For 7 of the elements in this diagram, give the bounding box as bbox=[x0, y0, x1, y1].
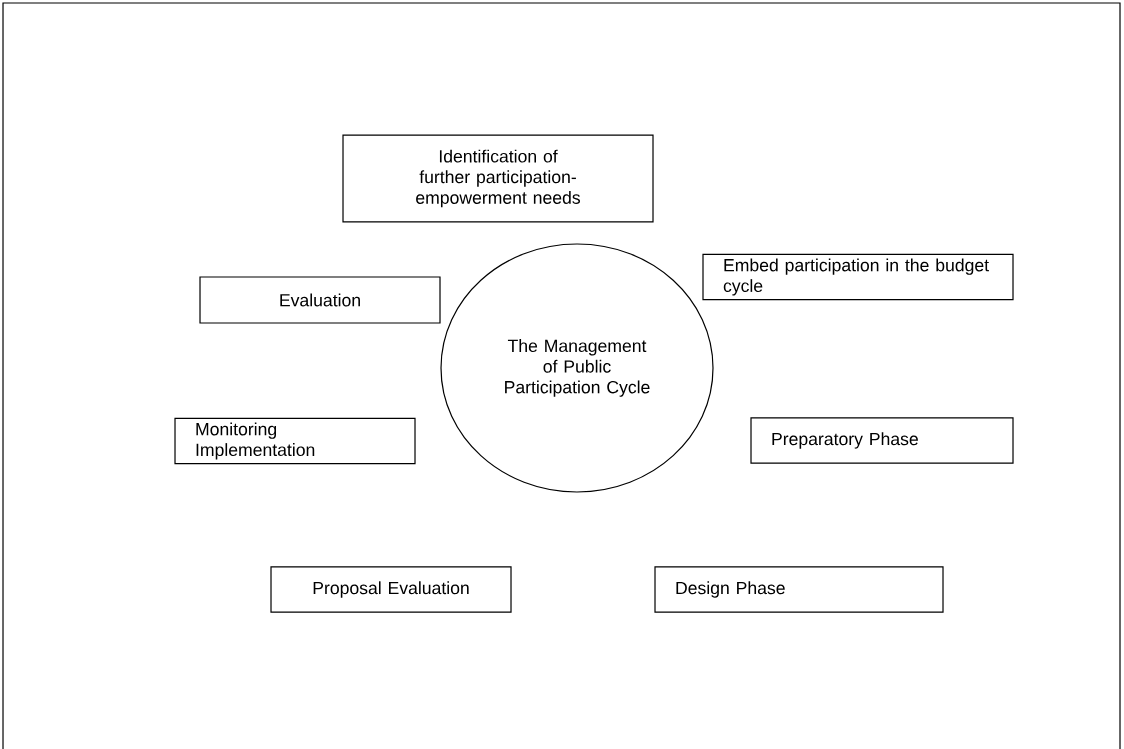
process-box: Embed participation in the budget cycle bbox=[702, 253, 1014, 301]
process-box: Monitoring Implementation bbox=[174, 417, 416, 465]
process-box: Identification of further participation- empowerment needs bbox=[342, 134, 654, 223]
process-box: Evaluation bbox=[199, 276, 441, 324]
process-box: Design Phase bbox=[654, 566, 944, 613]
process-box: Preparatory Phase bbox=[750, 417, 1014, 464]
process-box: Proposal Evaluation bbox=[270, 566, 512, 613]
